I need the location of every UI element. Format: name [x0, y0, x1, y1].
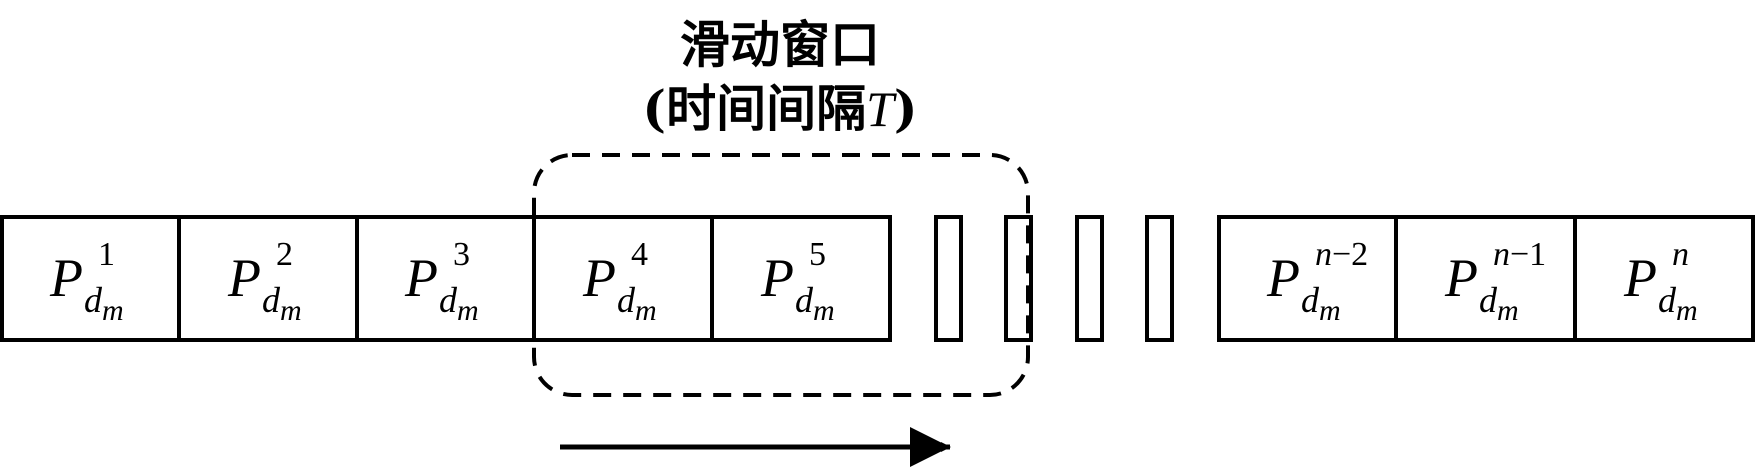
- symbol-superscript: 5: [809, 236, 826, 273]
- symbol-superscript: n−1: [1493, 236, 1546, 273]
- symbol-subscript: dm: [1479, 280, 1519, 327]
- subscript-d: d: [795, 280, 814, 320]
- symbol-base: P: [1266, 248, 1300, 308]
- ellipsis-bar: [1145, 215, 1174, 342]
- arrow-head-icon: [910, 427, 950, 467]
- superscript-var: n: [1315, 236, 1332, 273]
- superscript-value: 3: [453, 236, 470, 273]
- window-subtitle-suffix: ): [894, 79, 918, 138]
- symbol-superscript: n−2: [1315, 236, 1368, 273]
- subscript-d: d: [1658, 280, 1677, 320]
- symbol-superscript: 2: [276, 236, 293, 273]
- window-subtitle: (时间间隔T): [642, 79, 917, 138]
- superscript-value: 2: [276, 236, 293, 273]
- symbol-subscript: dm: [84, 280, 124, 327]
- symbol-subscript: dm: [1658, 280, 1698, 327]
- symbol-base: P: [760, 248, 794, 308]
- symbol-base: P: [1444, 248, 1478, 308]
- symbol-subscript: dm: [617, 280, 657, 327]
- symbol-subscript: dm: [1301, 280, 1341, 327]
- superscript-value: −2: [1332, 236, 1368, 273]
- subscript-m: m: [1319, 294, 1341, 327]
- sliding-window-frame: [532, 153, 1030, 397]
- superscript-var: n: [1672, 236, 1689, 273]
- right-sequence-strip: [1217, 215, 1755, 342]
- ellipsis-bar: [934, 215, 963, 342]
- subscript-d: d: [84, 280, 103, 320]
- symbol-superscript: 3: [453, 236, 470, 273]
- symbol-base: P: [1623, 248, 1657, 308]
- symbol-base: P: [49, 248, 83, 308]
- subscript-m: m: [635, 294, 657, 327]
- superscript-var: n: [1493, 236, 1510, 273]
- ellipsis-bar: [1004, 215, 1033, 342]
- window-subtitle-var: T: [866, 81, 897, 137]
- symbol-subscript: dm: [439, 280, 479, 327]
- subscript-d: d: [1301, 280, 1320, 320]
- window-subtitle-prefix: (时间间隔: [642, 79, 866, 138]
- subscript-d: d: [262, 280, 281, 320]
- subscript-m: m: [457, 294, 479, 327]
- symbol-superscript: 4: [631, 236, 648, 273]
- superscript-value: −1: [1510, 236, 1546, 273]
- superscript-value: 4: [631, 236, 648, 273]
- subscript-m: m: [280, 294, 302, 327]
- subscript-d: d: [439, 280, 458, 320]
- window-title: 滑动窗口: [680, 15, 880, 74]
- ellipsis-bar: [1075, 215, 1104, 342]
- superscript-value: 1: [98, 236, 115, 273]
- symbol-base: P: [582, 248, 616, 308]
- subscript-m: m: [102, 294, 124, 327]
- symbol-superscript: 1: [98, 236, 115, 273]
- subscript-d: d: [617, 280, 636, 320]
- superscript-value: 5: [809, 236, 826, 273]
- subscript-m: m: [813, 294, 835, 327]
- symbol-superscript: n: [1672, 236, 1689, 273]
- subscript-m: m: [1676, 294, 1698, 327]
- subscript-d: d: [1479, 280, 1498, 320]
- symbol-subscript: dm: [262, 280, 302, 327]
- symbol-base: P: [227, 248, 261, 308]
- left-sequence-strip: [0, 215, 892, 342]
- subscript-m: m: [1497, 294, 1519, 327]
- symbol-base: P: [404, 248, 438, 308]
- symbol-subscript: dm: [795, 280, 835, 327]
